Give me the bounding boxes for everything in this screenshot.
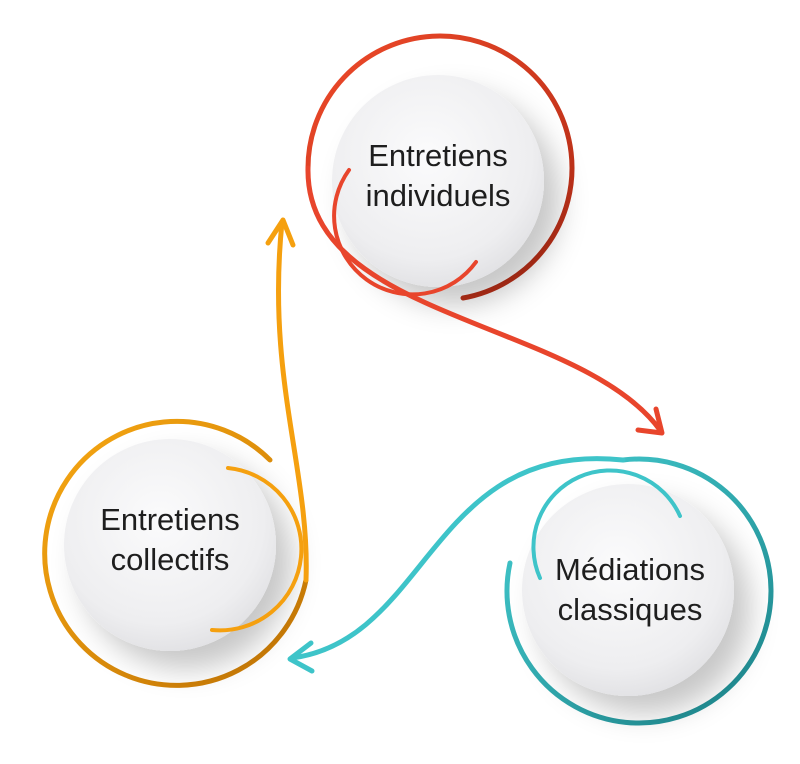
label-mediations-line1: Médiations [555,552,705,587]
arrow-mediations-to-collectifs [287,456,626,674]
arrow-line-red [305,165,663,433]
inner-arc-collectifs [210,466,304,633]
label-collectifs-line1: Entretiens [100,502,240,537]
disc-individuels [332,75,544,287]
arrow-head-orange [265,217,296,248]
arrow-collectifs-to-individuels [265,217,309,583]
outer-ring-individuels [305,33,575,301]
arrow-head-red [635,406,665,436]
label-individuels-line1: Entretiens [368,138,508,173]
arrow-line-orange [275,219,309,583]
arrow-line-teal [289,456,626,661]
node-mediations-classiques: Médiations classiques [504,456,774,726]
node-entretiens-collectifs: Entretiens collectifs [42,418,309,688]
node-entretiens-individuels: Entretiens individuels [305,33,575,301]
arrow-individuels-to-mediations [305,165,665,436]
outer-ring-mediations [504,456,774,726]
label-collectifs-line2: collectifs [111,542,230,577]
inner-arc-mediations [531,468,682,580]
outer-ring-collectifs [42,418,309,688]
disc-collectifs [64,439,276,651]
arrow-head-teal [287,640,315,674]
label-individuels-line2: individuels [366,178,511,213]
inner-arc-individuels [332,168,478,297]
label-mediations-line2: classiques [558,592,703,627]
disc-mediations [522,484,734,696]
